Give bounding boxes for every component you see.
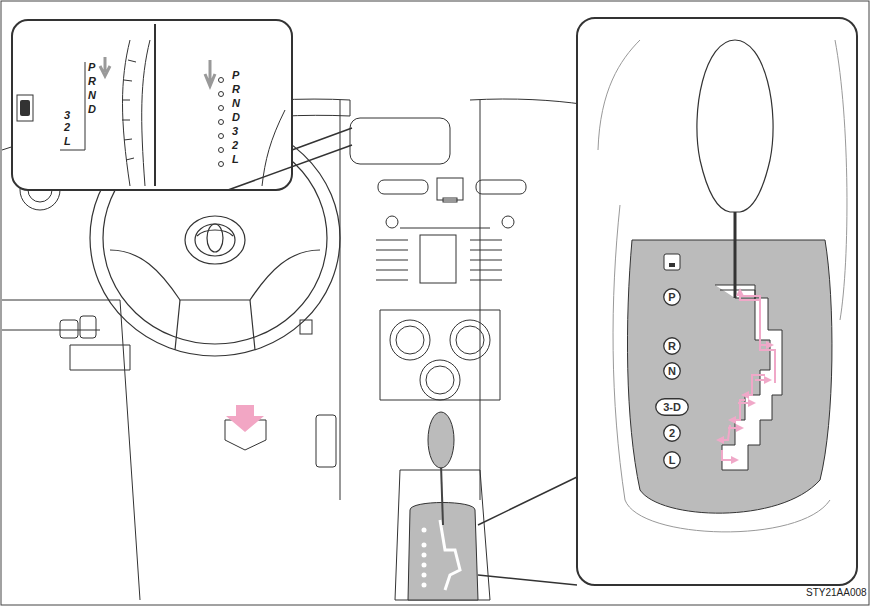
right-callout	[478, 18, 857, 585]
left-switches	[60, 316, 312, 370]
gear-letter: L	[669, 454, 676, 466]
gear-letter: R	[668, 340, 676, 352]
gear-position-mark: L	[663, 451, 681, 469]
indicator-letter: L	[64, 136, 71, 147]
gear-position-mark: P	[663, 288, 681, 306]
gear-position-mark: N	[663, 362, 681, 380]
gear-letter: P	[668, 291, 675, 303]
pedals	[225, 405, 336, 467]
indicator-letter: 2	[232, 140, 238, 151]
indicator-letter: N	[88, 90, 96, 101]
indicator-letter: 3	[232, 126, 238, 137]
gear-letter: 2	[669, 427, 675, 439]
indicator-letter: R	[88, 76, 96, 87]
gear-position-mark: 2	[663, 424, 681, 442]
gear-letter: N	[668, 365, 676, 377]
indicator-letter: N	[232, 98, 240, 109]
indicator-letter: 2	[64, 122, 70, 133]
gear-position-mark: 3-D	[655, 398, 689, 416]
indicator-letter: R	[232, 84, 240, 95]
gear-letter: 3-D	[663, 401, 681, 413]
indicator-letter: L	[232, 154, 239, 165]
shift-lever	[395, 412, 490, 600]
gear-position-mark: R	[663, 337, 681, 355]
figure-code: STY21AA008	[806, 588, 867, 598]
indicator-letter: P	[232, 70, 239, 81]
indicator-letter: D	[88, 104, 96, 115]
indicator-letter: P	[88, 62, 95, 73]
indicator-letter: 3	[64, 110, 70, 121]
indicator-letter: D	[232, 112, 240, 123]
left-callout	[12, 20, 352, 190]
